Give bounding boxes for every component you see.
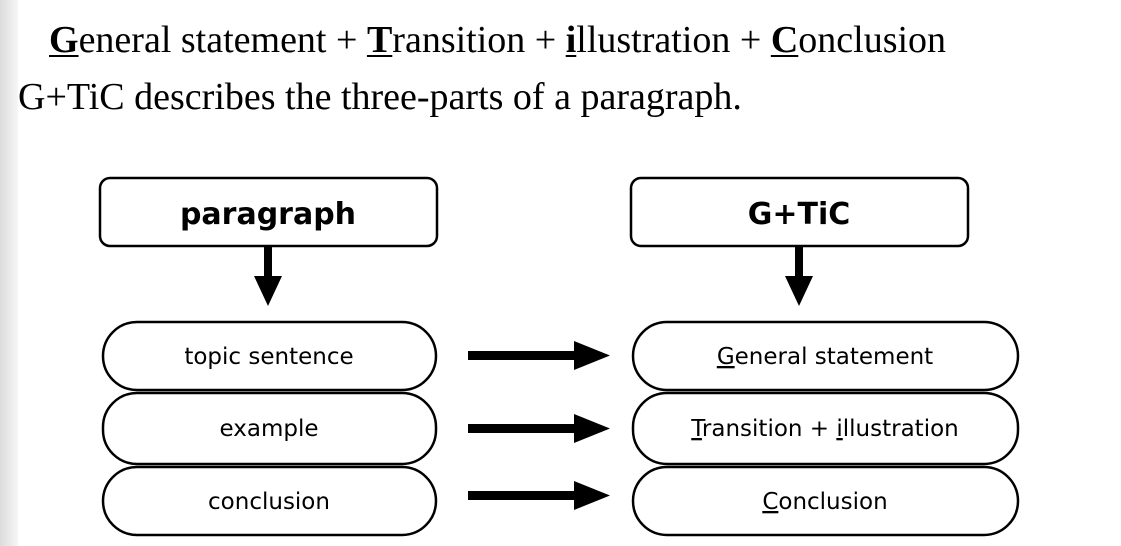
heading-word-conclusion: onclusion: [798, 19, 947, 61]
right-pill-transition-illustration: [631, 391, 1020, 466]
subtitle: G+TiC describes the three-parts of a par…: [18, 76, 742, 118]
heading-word-general: eneral statement: [78, 19, 327, 61]
right-pill-label-general: General statement: [717, 344, 933, 370]
left-pill-label: conclusion: [208, 489, 330, 515]
right-arrow-3: [468, 481, 610, 510]
heading-cap-i: i: [565, 19, 577, 61]
right-pill-cap-i: i: [836, 416, 842, 442]
right-down-arrow: [785, 246, 813, 306]
right-header-label: G+TiC: [748, 197, 851, 232]
left-pill-label: topic sentence: [184, 344, 353, 370]
heading-cap-t: T: [366, 19, 393, 61]
heading-cap-g: G: [49, 19, 79, 61]
left-pill-conclusion: [101, 465, 438, 537]
left-pill-label: example: [220, 416, 319, 442]
heading-cap-c: C: [770, 19, 799, 61]
right-arrow-2: [468, 414, 610, 443]
heading-word-illustration: llustration: [576, 19, 731, 61]
right-pill-label-transition: Transition + illustration: [690, 416, 958, 442]
left-pill-topic-sentence: [101, 320, 438, 392]
right-arrow-1: [468, 341, 610, 370]
left-down-arrow: [254, 246, 282, 306]
right-pill-conclusion: [631, 465, 1020, 537]
heading-word-transition: ransition: [392, 19, 526, 61]
heading-plus: +: [730, 19, 771, 61]
left-pill-example: [101, 391, 438, 466]
left-header-label: paragraph: [180, 197, 356, 232]
right-pill-general-statement: [631, 320, 1020, 392]
right-pill-cap-c: C: [762, 489, 778, 515]
heading-plus: +: [326, 19, 367, 61]
right-pill-label-conclusion: Conclusion: [762, 489, 887, 515]
left-edge-shade: [0, 0, 18, 546]
heading-line: General statement + Transition + illustr…: [49, 16, 946, 64]
heading-plus: +: [525, 19, 566, 61]
right-pill-cap-g: G: [717, 344, 735, 370]
